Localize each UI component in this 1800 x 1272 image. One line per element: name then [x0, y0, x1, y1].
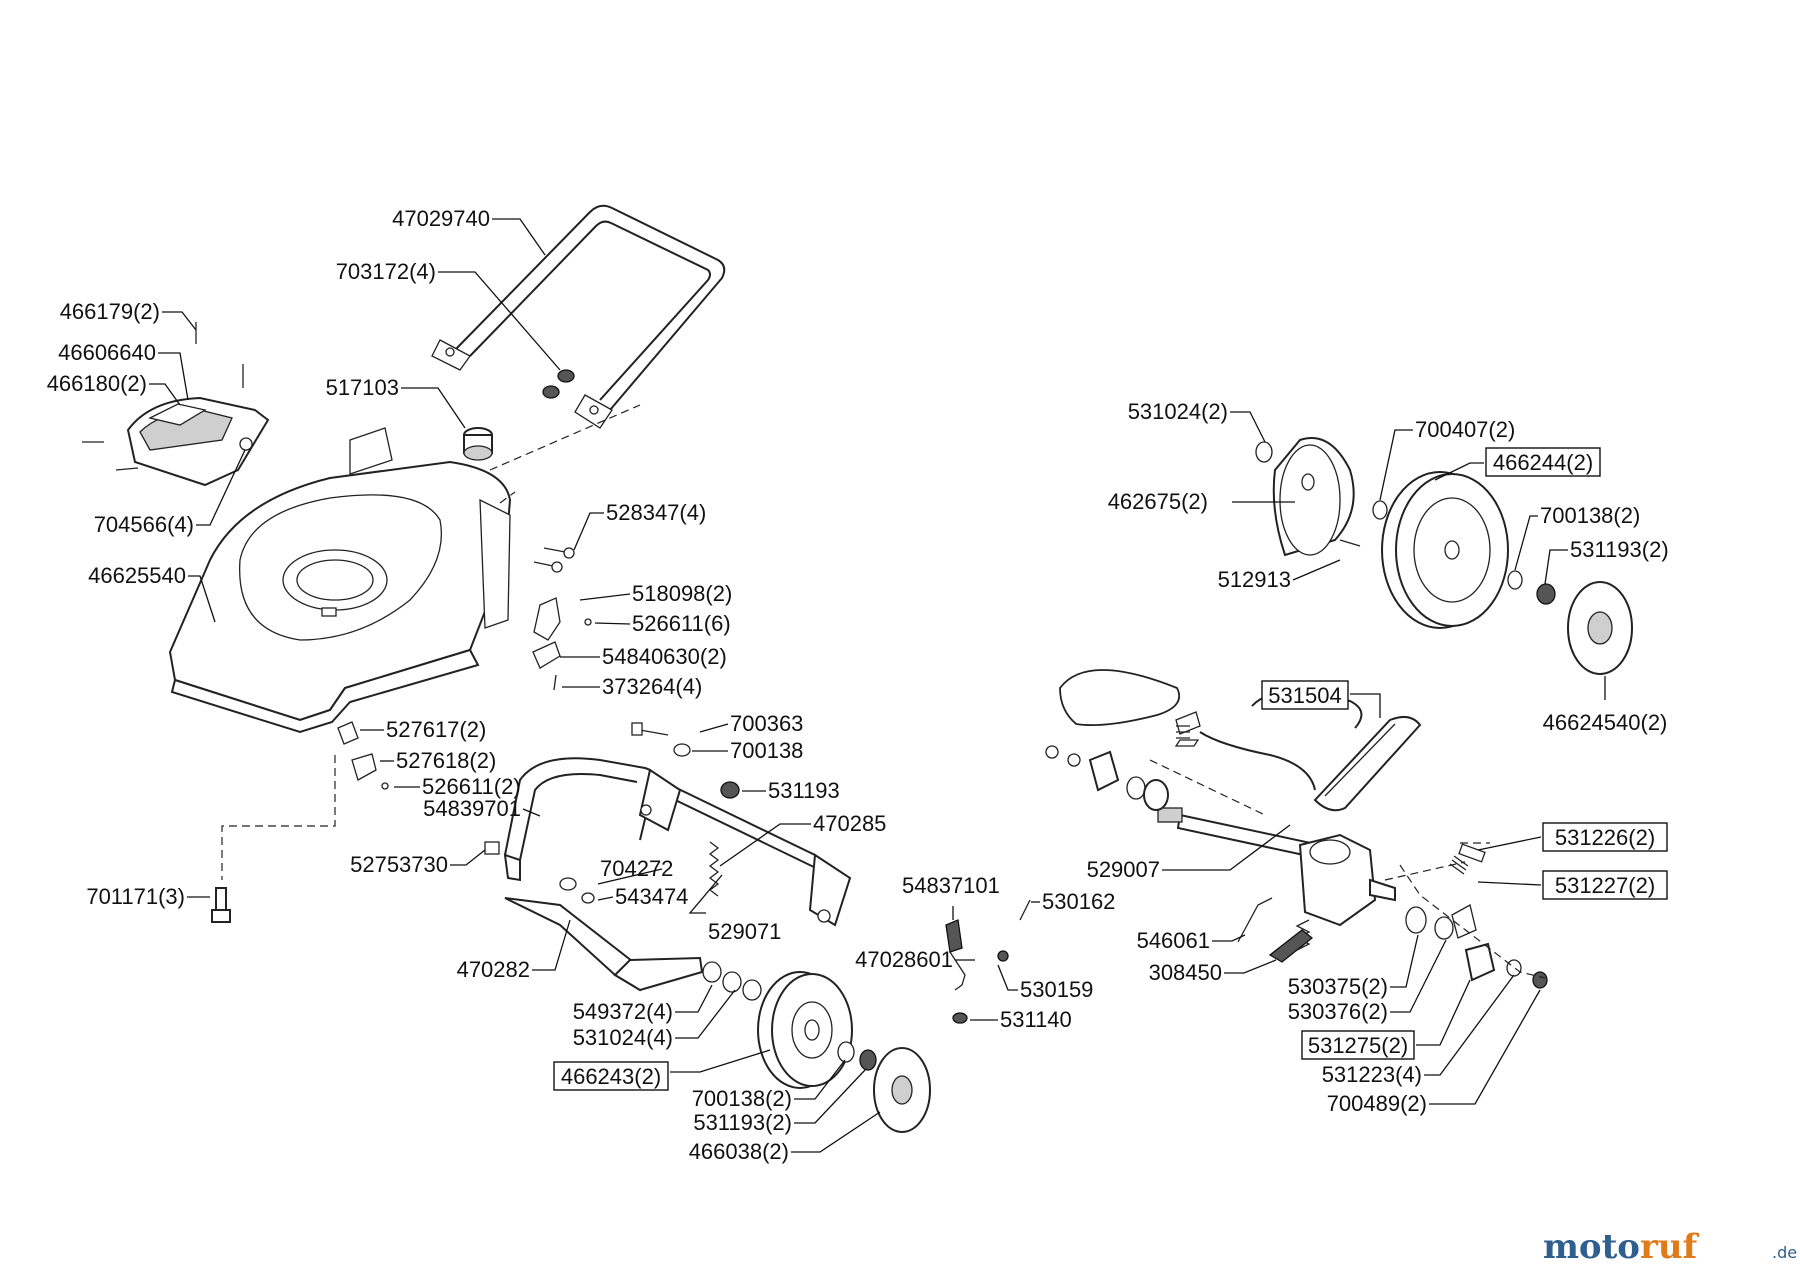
label-700138: 700138 — [730, 738, 803, 763]
label-531193-2b: 531193(2) — [693, 1110, 792, 1135]
label-531226: 531226(2) — [1555, 825, 1655, 850]
label-700138-2: 700138(2) — [1540, 503, 1640, 528]
label-46625540: 46625540 — [88, 563, 186, 588]
label-700138-2b: 700138(2) — [692, 1086, 792, 1111]
label-530159: 530159 — [1020, 977, 1093, 1002]
bolts-528347-drawing — [533, 547, 575, 573]
label-52753730: 52753730 — [350, 852, 448, 877]
leader-lines — [149, 218, 1606, 1153]
label-704566: 704566(4) — [94, 512, 194, 537]
label-512913: 512913 — [1218, 567, 1291, 592]
bolt-700363-drawing — [631, 722, 740, 799]
label-531227: 531227(2) — [1555, 873, 1655, 898]
logo-text-accent: ruf — [1640, 1227, 1700, 1267]
label-700407: 700407(2) — [1415, 417, 1515, 442]
label-531024-2: 531024(2) — [1128, 399, 1228, 424]
label-700363: 700363 — [730, 711, 803, 736]
label-703172: 703172(4) — [336, 259, 436, 284]
label-308450: 308450 — [1149, 960, 1222, 985]
label-462675: 462675(2) — [1108, 489, 1208, 514]
mower-deck-drawing — [168, 427, 512, 734]
axle-components-drawing — [1045, 711, 1201, 811]
label-466180: 466180(2) — [47, 371, 147, 396]
label-526611-6: 526611(6) — [632, 611, 731, 636]
label-543474: 543474 — [615, 884, 688, 909]
label-529007: 529007 — [1087, 857, 1160, 882]
label-466244: 466244(2) — [1493, 450, 1593, 475]
label-517103: 517103 — [326, 375, 399, 400]
label-54839701: 54839701 — [423, 796, 521, 821]
label-530375: 530375(2) — [1288, 974, 1388, 999]
label-470282: 470282 — [457, 957, 530, 982]
logo-text-tld: .de — [1772, 1243, 1797, 1262]
motoruf-logo: moto ruf .de — [1543, 1227, 1797, 1267]
label-528347: 528347(4) — [606, 500, 706, 525]
gearbox-drawing — [1157, 715, 1422, 951]
bolt-701171-drawing — [211, 841, 500, 923]
height-lever-bracket-drawing — [532, 597, 592, 691]
label-527617: 527617(2) — [386, 717, 486, 742]
rear-flap-drawing — [82, 322, 270, 487]
label-466243-box: 466243(2) — [553, 1061, 669, 1091]
label-531226-box: 531226(2) — [1542, 822, 1668, 852]
label-531504: 531504 — [1268, 683, 1341, 708]
front-axle-brackets-drawing — [337, 721, 389, 790]
assembly-lines — [221, 404, 1546, 979]
label-47028601: 47028601 — [855, 947, 953, 972]
label-373264: 373264(4) — [602, 674, 702, 699]
label-470285: 470285 — [813, 811, 886, 836]
gear-components-drawing — [1405, 843, 1548, 989]
label-704272: 704272 — [600, 856, 673, 881]
label-466038: 466038(2) — [689, 1139, 789, 1164]
label-531227-box: 531227(2) — [1542, 870, 1668, 900]
part-labels: 47029740 703172(4) 466179(2) 46606640 46… — [47, 206, 1669, 1164]
front-wheel-drawing — [702, 961, 931, 1133]
label-531275: 531275(2) — [1308, 1033, 1408, 1058]
label-466243: 466243(2) — [561, 1064, 661, 1089]
drive-lever-drawing — [945, 899, 1031, 1024]
label-531504-box: 531504 — [1261, 680, 1349, 710]
label-466179: 466179(2) — [60, 299, 160, 324]
logo-text-main: moto — [1543, 1227, 1640, 1267]
label-47029740: 47029740 — [392, 206, 490, 231]
label-529071: 529071 — [708, 919, 781, 944]
label-546061: 546061 — [1137, 928, 1210, 953]
label-549372: 549372(4) — [573, 999, 673, 1024]
rear-wheel-drawing — [1255, 437, 1633, 675]
label-527618: 527618(2) — [396, 748, 496, 773]
label-54837101: 54837101 — [902, 873, 1000, 898]
label-531275-box: 531275(2) — [1301, 1030, 1415, 1060]
label-46606640: 46606640 — [58, 340, 156, 365]
cable-and-spring-drawing — [1237, 897, 1314, 963]
label-466244-box: 466244(2) — [1485, 447, 1601, 477]
label-518098: 518098(2) — [632, 581, 732, 606]
label-526611-2: 526611(2) — [422, 774, 521, 799]
label-531140: 531140 — [1000, 1007, 1072, 1032]
washers-704272-drawing — [559, 877, 595, 904]
upper-handle-drawing — [431, 204, 726, 429]
grommet-drawing — [463, 427, 493, 461]
label-54840630: 54840630(2) — [602, 644, 727, 669]
label-531193: 531193 — [768, 778, 840, 803]
label-531193-2: 531193(2) — [1570, 537, 1669, 562]
label-46624540: 46624540(2) — [1543, 710, 1668, 735]
handle-nuts-drawing — [542, 369, 575, 399]
label-531024-4: 531024(4) — [573, 1025, 673, 1050]
label-701171: 701171(3) — [86, 884, 185, 909]
label-531223: 531223(4) — [1322, 1062, 1422, 1087]
label-700489: 700489(2) — [1327, 1091, 1427, 1116]
rear-axle-assembly-drawing — [503, 757, 852, 992]
label-530376: 530376(2) — [1288, 999, 1388, 1024]
label-530162: 530162 — [1042, 889, 1115, 914]
